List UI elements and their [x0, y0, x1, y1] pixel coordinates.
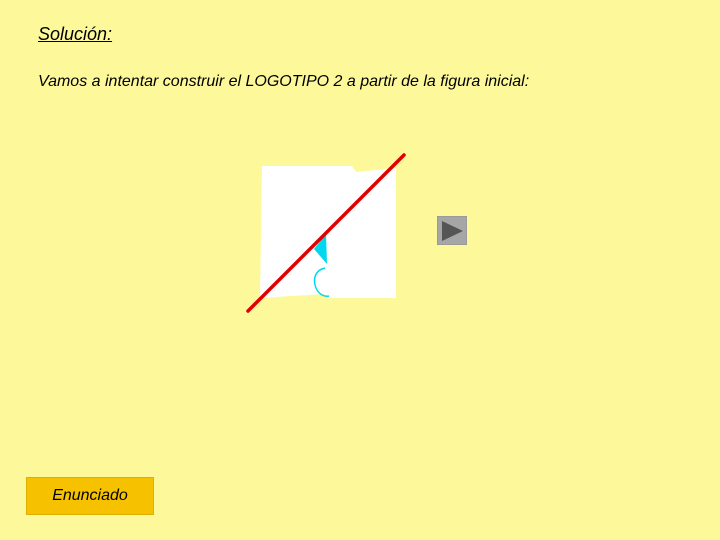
next-button[interactable] [437, 216, 467, 245]
play-arrow-icon [442, 221, 463, 241]
instruction-text: Vamos a intentar construir el LOGOTIPO 2… [38, 73, 530, 90]
cut-line [246, 153, 406, 313]
cyan-arc [313, 267, 330, 297]
cyan-triangle [314, 234, 327, 264]
enunciado-button[interactable]: Enunciado [26, 477, 154, 515]
logo-figure [246, 153, 406, 313]
page-title: Solución: [38, 24, 113, 44]
